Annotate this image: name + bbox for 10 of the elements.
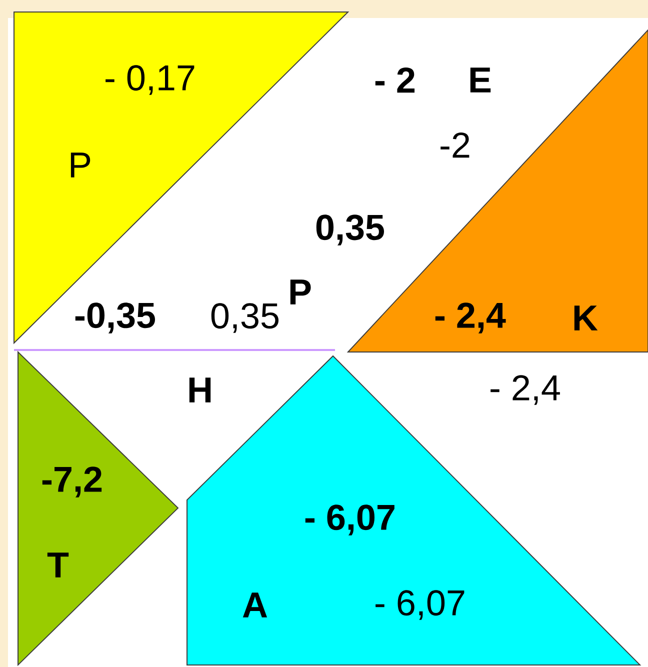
number-label: E <box>470 68 491 92</box>
number-label: Н <box>189 378 211 402</box>
number-label: -2 <box>440 132 470 158</box>
number-label: -0,35 <box>75 302 155 334</box>
number-label: - 2,4 <box>490 375 560 405</box>
number-label: 0,35 <box>211 303 278 333</box>
number-label: K <box>574 306 598 330</box>
number-label: - 2 <box>375 67 415 93</box>
number-label: P <box>290 280 311 304</box>
number-label: - 2,4 <box>435 302 506 334</box>
